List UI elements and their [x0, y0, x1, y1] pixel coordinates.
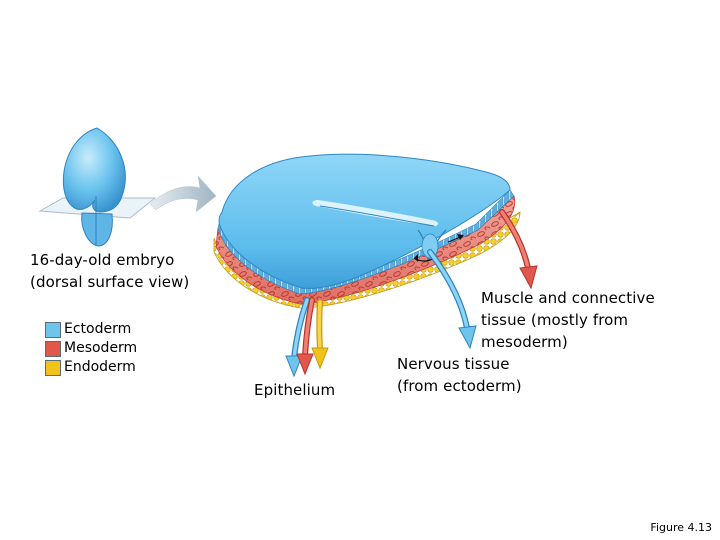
ectoderm-swatch	[45, 322, 61, 338]
legend-item-endoderm: Endoderm	[45, 358, 137, 377]
nervous-tissue-arrow	[430, 252, 476, 348]
muscle-label-line-3: mesoderm)	[481, 331, 568, 353]
legend-item-ectoderm: Ectoderm	[45, 320, 137, 339]
epithelium-label: Epithelium	[254, 379, 335, 401]
nervous-label-line-2: (from ectoderm)	[397, 375, 522, 397]
figure-number: Figure 4.13	[650, 521, 712, 535]
legend-label-ectoderm: Ectoderm	[64, 320, 131, 339]
small-embryo	[40, 128, 155, 246]
germ-layer-legend: Ectoderm Mesoderm Endoderm	[45, 320, 137, 377]
caption-line-1: 16-day-old embryo	[30, 249, 189, 271]
caption-line-2: (dorsal surface view)	[30, 271, 189, 293]
legend-label-endoderm: Endoderm	[64, 358, 136, 377]
embryo-section	[214, 154, 520, 308]
muscle-tissue-arrow	[502, 212, 537, 288]
embryo-caption: 16-day-old embryo (dorsal surface view)	[30, 249, 189, 293]
epithelium-arrows	[286, 300, 328, 376]
endoderm-swatch	[45, 360, 61, 376]
mesoderm-swatch	[45, 341, 61, 357]
legend-label-mesoderm: Mesoderm	[64, 339, 137, 358]
legend-item-mesoderm: Mesoderm	[45, 339, 137, 358]
nervous-label-line-1: Nervous tissue	[397, 353, 510, 375]
muscle-label-line-1: Muscle and connective	[481, 287, 655, 309]
curved-arrow	[150, 176, 216, 212]
muscle-label-line-2: tissue (mostly from	[481, 309, 628, 331]
